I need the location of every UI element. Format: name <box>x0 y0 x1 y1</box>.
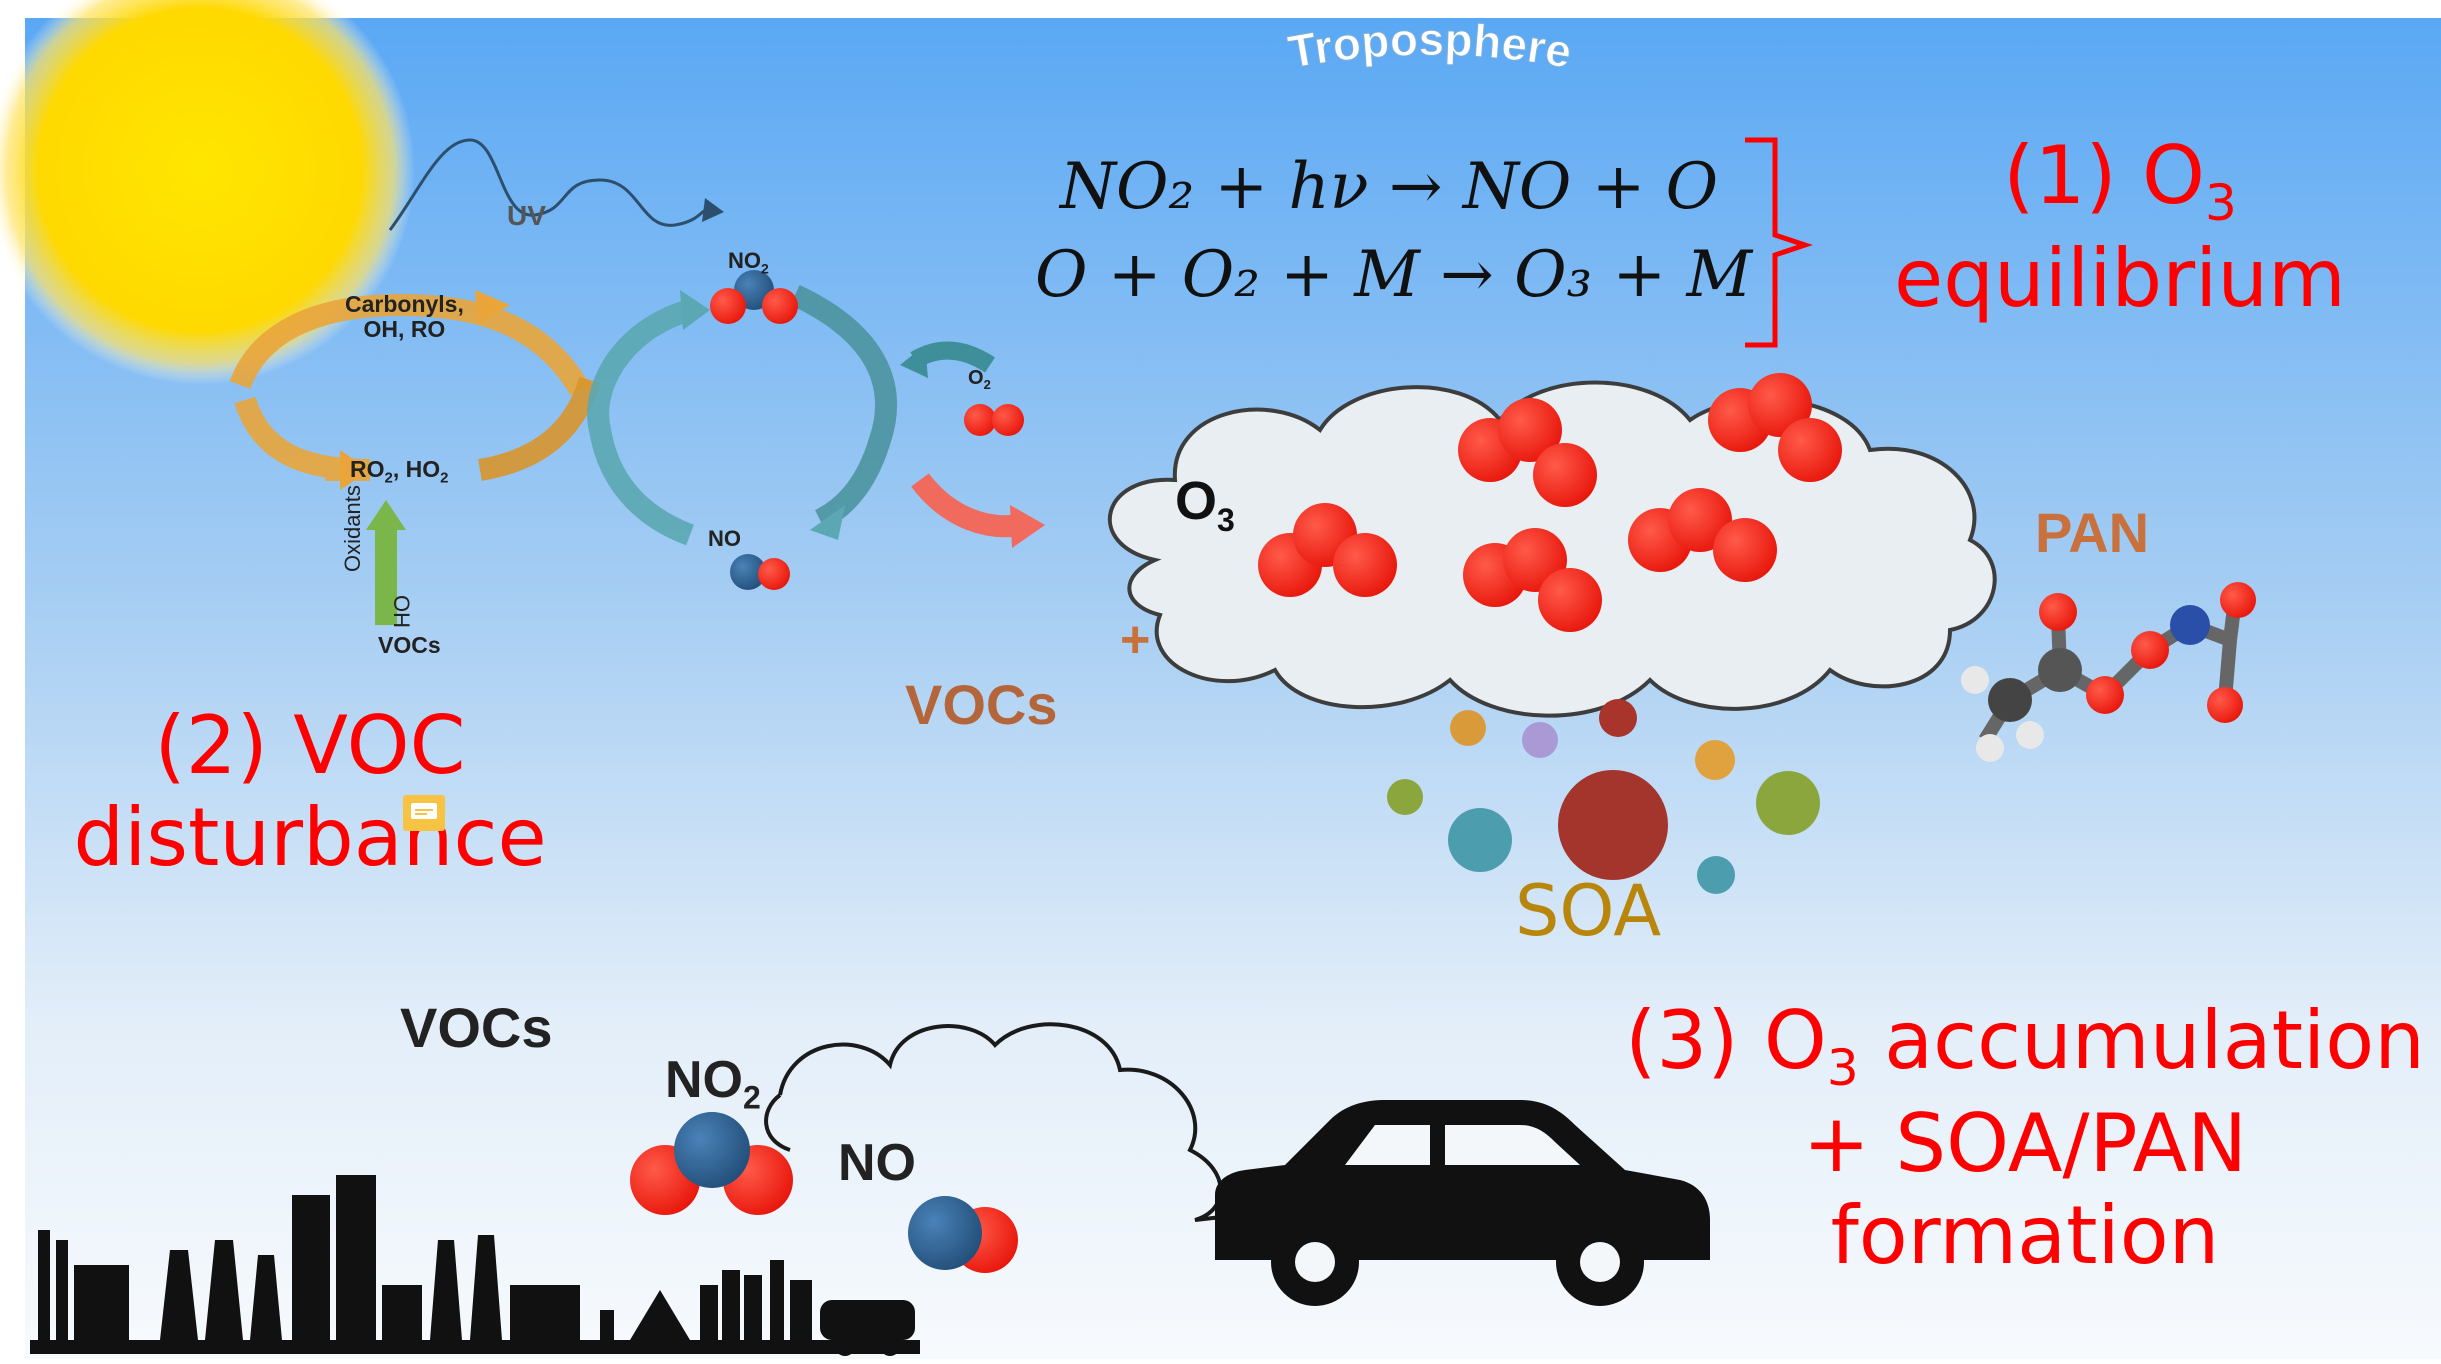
no-molecule-cycle <box>730 554 790 590</box>
accum-line2: + SOA/PAN formation <box>1802 1096 2248 1282</box>
ground-no-label: NO <box>838 1134 916 1192</box>
accumulation-label: (3) O3 accumulation + SOA/PAN formation <box>1610 995 2440 1282</box>
equation-bracket <box>1745 137 1813 348</box>
orange-arrowhead-top <box>475 290 510 325</box>
red-output-arrow <box>911 473 1022 538</box>
equation-line-1: NO₂ + hν → NO + O <box>1060 150 1719 224</box>
exhaust-cloud <box>764 1022 1241 1222</box>
pan-molecule <box>1961 582 2256 762</box>
ground-no2-sub: 2 <box>743 1079 761 1116</box>
o2-text: O <box>968 367 984 389</box>
cycle-no2-label: NO2 <box>728 248 769 277</box>
teal-cycle-arrow-right <box>790 285 898 530</box>
o2-input-arrowhead <box>900 345 928 378</box>
cloud-o3-label: O3 <box>1175 470 1235 539</box>
cloud-o3-sub: 3 <box>1217 501 1235 538</box>
equilibrium-sub: 3 <box>2204 174 2237 232</box>
accum-sub: 3 <box>1826 1039 1859 1097</box>
orange-cycle-arrow-right <box>478 376 601 481</box>
no2-molecule-cycle <box>710 270 798 324</box>
ro2-ho2-label: RO2, HO2 <box>350 456 449 487</box>
voc-disturbance-label: (2) VOC disturbance <box>60 700 560 884</box>
cycle-vocs-label: VOCs <box>378 632 441 658</box>
soa-label: SOA <box>1515 870 1662 952</box>
carbonyls-line2: OH, RO <box>363 316 446 343</box>
o3-molecules <box>1258 373 1842 632</box>
industrial-skyline-icon <box>30 1175 920 1356</box>
uv-arrowhead <box>702 198 724 222</box>
car-icon <box>1215 1100 1710 1306</box>
ground-vocs-label: VOCs <box>400 996 553 1059</box>
no-molecule-ground <box>908 1196 1018 1273</box>
cycle-no2-text: NO <box>728 248 761 273</box>
equilibrium-label: (1) O3 equilibrium <box>1880 130 2360 325</box>
voc-line2: disturbance <box>73 791 547 884</box>
sun-icon <box>0 0 415 385</box>
equilibrium-top: (1) O <box>2003 129 2205 222</box>
cloud-o3-text: O <box>1175 471 1218 531</box>
no2-molecule-ground <box>630 1112 793 1215</box>
soa-particles <box>1387 699 1820 894</box>
o2-molecule <box>964 404 1024 436</box>
orange-arrowhead-left <box>340 450 370 490</box>
comment-icon[interactable] <box>403 795 445 831</box>
o3-molecule <box>1708 373 1842 482</box>
uv-label: UV <box>507 200 546 231</box>
orange-cycle-arrow-top <box>229 293 590 396</box>
equation-line-2: O + O₂ + M → O₃ + M <box>1035 238 1753 312</box>
carbonyls-label: Carbonyls, OH, RO <box>345 291 464 343</box>
equilibrium-bottom: equilibrium <box>1894 231 2346 325</box>
ro2-text: RO <box>350 456 385 482</box>
o3-molecule <box>1628 488 1777 582</box>
teal-arrowhead-bottom <box>810 505 845 540</box>
accum-prefix: (3) O <box>1625 994 1827 1087</box>
oh-label: OH <box>389 595 414 628</box>
plus-label: + <box>1120 611 1151 669</box>
pan-label: PAN <box>2035 501 2150 564</box>
uv-wave-icon <box>388 138 716 231</box>
accum-suffix: accumulation <box>1858 994 2425 1087</box>
carbonyls-line1: Carbonyls, <box>345 291 464 317</box>
voc-line1: (2) VOC <box>154 699 466 792</box>
teal-arrowhead-top <box>680 290 710 330</box>
oxidants-arrow-shaft <box>375 525 397 625</box>
ground-no2-text: NO <box>665 1051 743 1109</box>
o2-label: O2 <box>968 367 991 392</box>
o3-molecule <box>1463 528 1602 632</box>
ho2-text: HO <box>405 456 441 482</box>
red-output-arrowhead <box>1010 505 1045 548</box>
ground-no2-label: NO2 <box>665 1050 761 1116</box>
cycle-no-label: NO <box>708 526 741 551</box>
o3-molecule <box>1258 503 1397 597</box>
vocs-mid-label: VOCs <box>905 673 1058 736</box>
oxidants-arrowhead <box>366 500 406 530</box>
oxidants-label: Oxidants <box>340 485 365 572</box>
teal-cycle-arrow-left <box>587 299 695 546</box>
o3-molecule <box>1458 398 1597 507</box>
